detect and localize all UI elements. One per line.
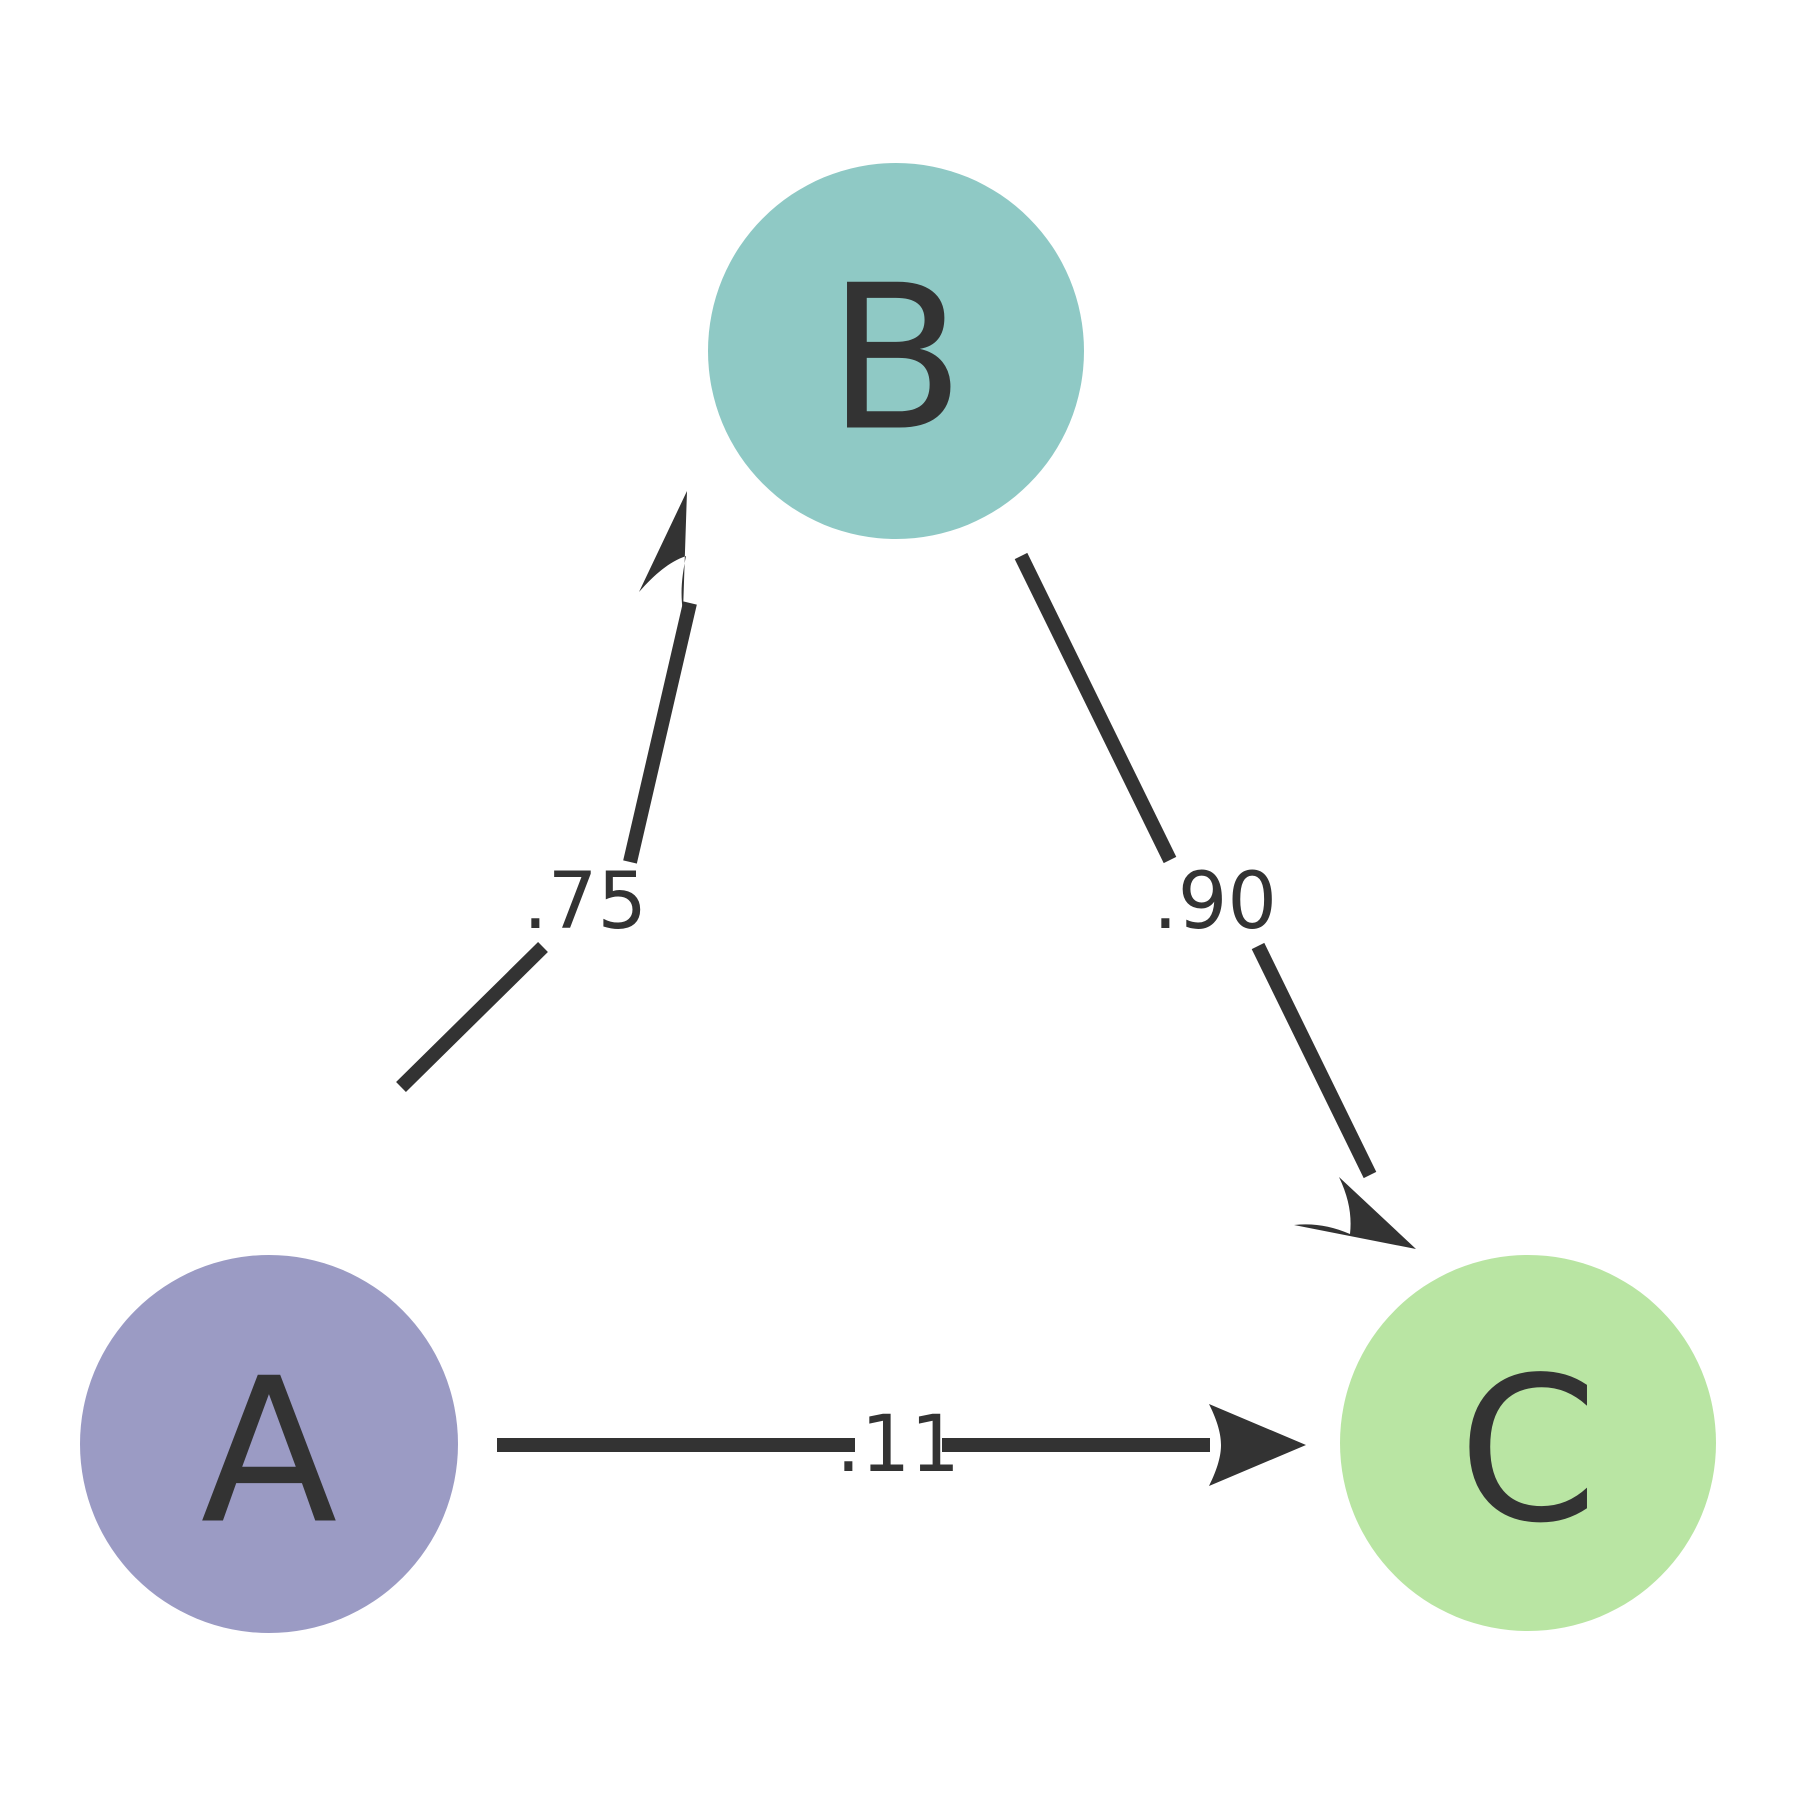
edge-a-to-b-segment-upper (623, 601, 697, 864)
node-a-label: A (201, 1336, 338, 1569)
edge-label-b-to-c: .90 (1153, 857, 1277, 947)
edge-b-to-c-segment-upper (1014, 552, 1177, 864)
node-a-circle[interactable] (80, 1255, 458, 1633)
node-b[interactable]: B (708, 163, 1084, 539)
node-c[interactable]: C (1340, 1255, 1716, 1631)
arrow-head-a-to-c (1209, 1404, 1306, 1486)
edge-label-a-to-b: .75 (523, 857, 647, 947)
arrow-head-a-to-b (639, 491, 687, 612)
node-c-circle[interactable] (1340, 1255, 1716, 1631)
edge-a-to-b-segment-lower (396, 942, 548, 1092)
edge-label-a-to-c: .11 (836, 1400, 960, 1490)
node-a[interactable]: A (80, 1255, 458, 1633)
node-c-label: C (1458, 1335, 1598, 1568)
node-b-label: B (827, 243, 964, 476)
edge-b-to-c-segment-lower (1251, 942, 1377, 1179)
edge-a-to-b[interactable] (396, 491, 697, 1092)
node-b-circle[interactable] (708, 163, 1084, 539)
edge-a-to-c[interactable] (497, 1404, 1306, 1486)
edge-b-to-c[interactable] (1014, 552, 1416, 1249)
arrow-head-b-to-c (1294, 1177, 1416, 1249)
